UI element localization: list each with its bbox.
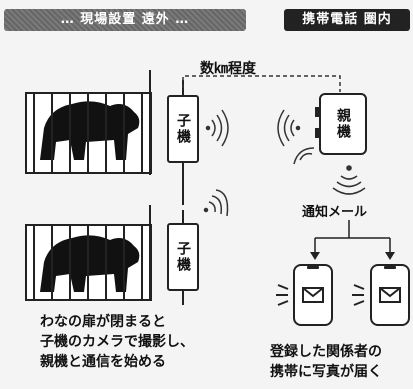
header-outside-coverage: … 現場設置 遠外 … xyxy=(4,9,246,31)
smartphone-1 xyxy=(276,264,333,326)
bear-silhouette-1 xyxy=(40,101,140,160)
trap-cage-2 xyxy=(25,205,152,301)
vibration-icon xyxy=(276,284,289,306)
vibration-icon xyxy=(352,284,365,306)
caption-line: 登録した関係者の xyxy=(270,344,382,360)
caption-line: 子機のカメラで撮影し、 xyxy=(40,334,194,350)
radio-waves-icon xyxy=(205,109,229,147)
radio-waves-icon xyxy=(277,109,301,147)
caption-line: わなの扉が閉まると xyxy=(40,314,166,330)
parent-unit: 親機 xyxy=(319,93,367,155)
distance-label: 数㎞程度 xyxy=(200,61,256,77)
caption-line: 携帯に写真が届く xyxy=(270,364,382,380)
trap-cage-1 xyxy=(25,70,152,175)
caption-trap-process: わなの扉が閉まると 子機のカメラで撮影し、 親機と通信を始める xyxy=(40,312,280,372)
antenna-signal-icon xyxy=(332,165,366,195)
caption-line: 親機と通信を始める xyxy=(40,354,166,370)
child-unit-2: 子機 xyxy=(167,223,199,291)
bear-silhouette-2 xyxy=(40,235,140,292)
distance-bracket xyxy=(182,75,341,92)
child-unit-1: 子機 xyxy=(167,95,199,163)
notification-label: 通知メール xyxy=(302,205,368,220)
smartphone-2 xyxy=(352,264,410,326)
radio-waves-icon xyxy=(293,147,315,165)
notification-arrows xyxy=(310,220,395,260)
radio-waves-icon xyxy=(203,189,229,217)
header-within-coverage: 携帯電話 圏内 xyxy=(284,9,410,31)
caption-phone-delivery: 登録した関係者の 携帯に写真が届く xyxy=(270,342,413,382)
